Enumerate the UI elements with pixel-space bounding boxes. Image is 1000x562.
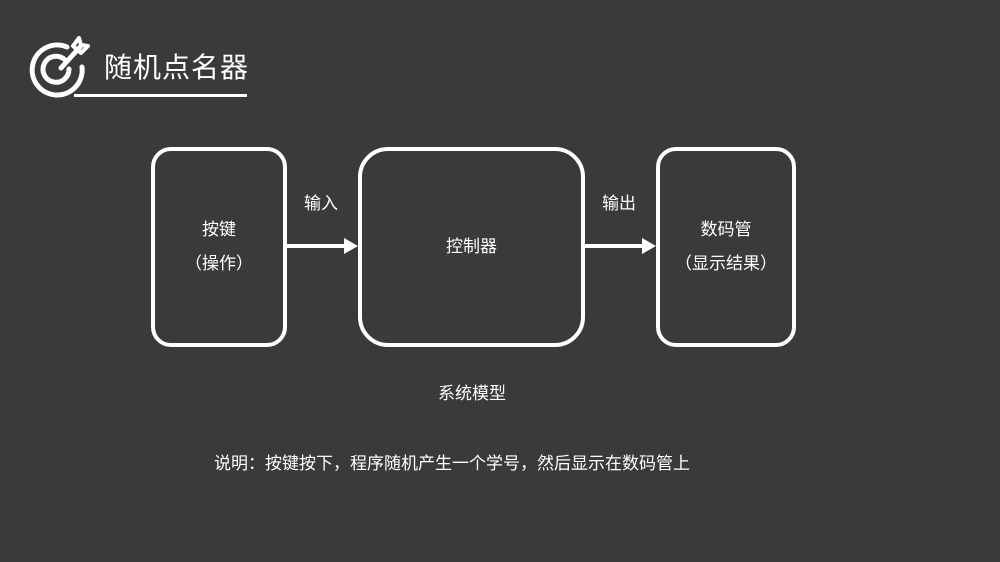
block-keys: 按键 （操作） [151, 147, 287, 347]
page-title: 随机点名器 [104, 51, 250, 84]
block-controller: 控制器 [358, 147, 585, 347]
arrow-output [585, 238, 656, 254]
block-keys-label: 按键 [202, 220, 236, 240]
description-note: 说明：按键按下，程序随机产生一个学号，然后显示在数码管上 [214, 454, 690, 474]
block-keys-sublabel: （操作） [185, 254, 253, 274]
block-display-label: 数码管 [700, 220, 752, 240]
arrow-input [287, 238, 358, 254]
block-display: 数码管 （显示结果） [656, 147, 796, 347]
edge-label-input: 输入 [304, 194, 338, 214]
title-underline [74, 94, 247, 97]
block-controller-label: 控制器 [446, 237, 497, 257]
block-display-sublabel: （显示结果） [675, 254, 777, 274]
target-arrow-icon [29, 36, 90, 98]
edge-label-output: 输出 [602, 194, 636, 214]
diagram-caption: 系统模型 [438, 384, 506, 404]
